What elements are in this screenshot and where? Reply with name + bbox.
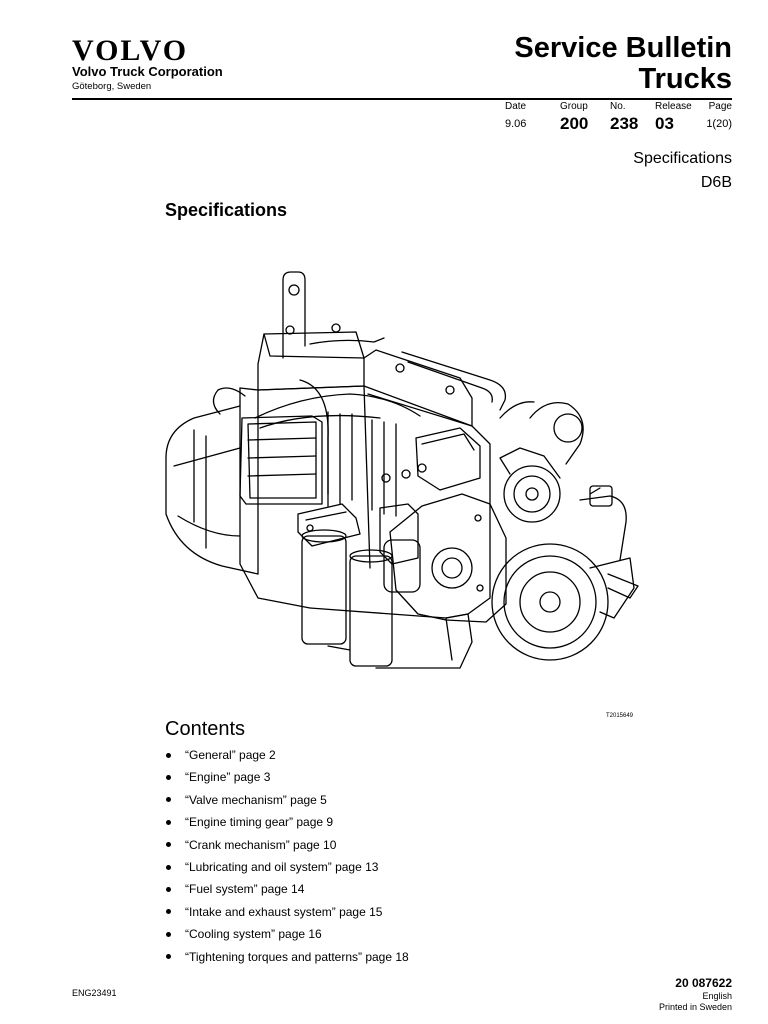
contents-item[interactable]: “Lubricating and oil system” page 13: [165, 856, 409, 878]
corporation-name: Volvo Truck Corporation: [72, 64, 223, 79]
bulletin-title-line1: Service Bulletin: [514, 32, 732, 64]
contents-heading: Contents: [165, 718, 246, 740]
meta-date-value: 9.06: [505, 118, 527, 130]
printed-in: Printed in Sweden: [658, 1002, 732, 1012]
contents-item-text[interactable]: “Valve mechanism” page 5: [185, 792, 327, 807]
meta-no: No. 238: [610, 100, 638, 134]
contents-item[interactable]: “Engine” page 3: [165, 766, 409, 788]
bullet-icon: [166, 931, 171, 937]
engine-illustration: [160, 268, 640, 708]
contents-item[interactable]: “Crank mechanism” page 10: [165, 834, 409, 856]
meta-group: Group 200: [560, 100, 588, 134]
meta-date: Date 9.06: [505, 100, 526, 134]
meta-page-label: Page: [708, 101, 732, 112]
document-code: ENG23491: [72, 988, 117, 998]
contents-item[interactable]: “Cooling system” page 16: [165, 923, 409, 945]
contents-item-text[interactable]: “General” page 2: [185, 748, 276, 762]
meta-group-label: Group: [560, 101, 588, 112]
bullet-icon: [166, 842, 171, 848]
meta-no-value: 238: [610, 114, 639, 133]
contents-item[interactable]: “General” page 2: [165, 744, 409, 766]
contents-item-text[interactable]: “Intake and exhaust system” page 15: [185, 904, 383, 919]
figure-code: T2015649: [606, 713, 634, 719]
bulletin-subject-line2: D6B: [700, 174, 732, 191]
volvo-logo: VOLVO: [72, 34, 189, 67]
bulletin-title-line2: Trucks: [638, 63, 733, 96]
contents-item[interactable]: “Intake and exhaust system” page 15: [165, 901, 409, 923]
bullet-icon: [166, 752, 171, 758]
section-heading: Specifications: [165, 200, 288, 220]
contents-item-text[interactable]: “Lubricating and oil system” page 13: [185, 859, 379, 874]
meta-page-value: 1(20): [706, 118, 732, 130]
language: English: [702, 991, 732, 1001]
meta-group-value: 200: [560, 114, 589, 133]
bullet-icon: [166, 954, 171, 960]
meta-release-value: 03: [655, 114, 674, 133]
bullet-icon: [166, 775, 171, 781]
header-rule: [72, 98, 732, 100]
meta-release-label: Release: [655, 101, 692, 112]
contents-item-text[interactable]: “Tightening torques and patterns” page 1…: [185, 949, 409, 964]
meta-no-label: No.: [610, 101, 626, 112]
meta-date-label: Date: [505, 101, 527, 112]
bulletin-subject: Specifications D6B: [633, 147, 732, 195]
contents-item-text[interactable]: “Crank mechanism” page 10: [185, 837, 337, 852]
bullet-icon: [166, 909, 171, 915]
contents-item-text[interactable]: “Engine timing gear” page 9: [185, 815, 334, 830]
bullet-icon: [166, 864, 171, 870]
contents-item[interactable]: “Fuel system” page 14: [165, 878, 409, 900]
contents-list: “General” page 2 “Engine” page 3 “Valve …: [165, 744, 409, 968]
bulletin-title: Service Bulletin Trucks: [514, 32, 733, 96]
contents-item[interactable]: “Valve mechanism” page 5: [165, 789, 409, 811]
meta-page: Page 1(20): [706, 100, 732, 134]
contents-item-text[interactable]: “Cooling system” page 16: [185, 927, 322, 942]
bullet-icon: [166, 887, 171, 893]
contents-item[interactable]: “Engine timing gear” page 9: [165, 811, 409, 833]
meta-release: Release 03: [655, 100, 692, 134]
bullet-icon: [166, 797, 171, 803]
contents-item-text[interactable]: “Fuel system” page 14: [185, 882, 305, 897]
contents-item-text[interactable]: “Engine” page 3: [185, 770, 271, 785]
part-number: 20 087622: [675, 976, 732, 990]
bullet-icon: [166, 819, 171, 825]
corporation-city: Göteborg, Sweden: [72, 81, 152, 92]
footer-info: 20 087622 English Printed in Sweden: [659, 975, 732, 1013]
contents-item[interactable]: “Tightening torques and patterns” page 1…: [165, 946, 409, 968]
bulletin-subject-line1: Specifications: [633, 150, 732, 167]
